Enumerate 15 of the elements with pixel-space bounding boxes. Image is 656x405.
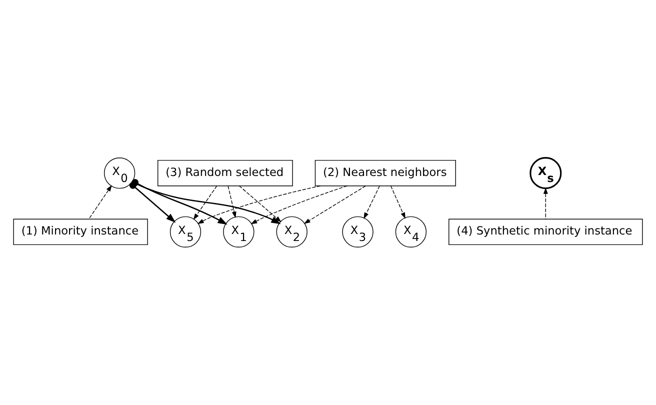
arrow (543, 188, 548, 220)
arrow (228, 186, 236, 218)
arrow (250, 186, 348, 224)
arrow (197, 186, 321, 224)
arrow (129, 182, 176, 223)
node-box: (2) Nearest neighbors (314, 160, 456, 186)
arrow (238, 186, 282, 222)
node-box: (1) Minority instance (13, 218, 148, 246)
arrow (390, 186, 406, 219)
node-box: (3) Random selected (158, 160, 293, 186)
arrow (88, 185, 112, 220)
node-box: (4) Synthetic minority instance (448, 218, 643, 246)
arrow (364, 186, 380, 220)
arrow (304, 186, 366, 224)
arrow (193, 186, 218, 220)
